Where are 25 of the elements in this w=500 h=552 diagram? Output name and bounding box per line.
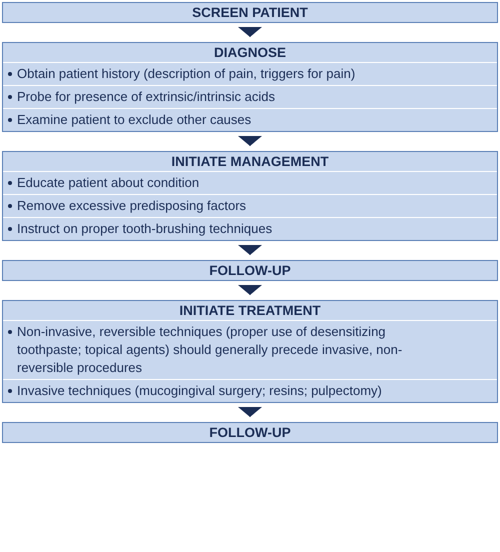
step-heading: FOLLOW-UP: [208, 424, 292, 442]
step-heading: DIAGNOSE: [3, 43, 497, 63]
arrow: [238, 27, 262, 38]
bullet-text: Non-invasive, reversible techniques (proper use of desensitizing toothpaste; topical agents) should generally precede invasive, non-reversible procedures: [17, 324, 402, 375]
bullet-text: Examine patient to exclude other causes: [17, 112, 252, 127]
step-heading: SCREEN PATIENT: [191, 4, 309, 22]
step-heading: FOLLOW-UP: [208, 262, 292, 280]
step-box: [2, 422, 498, 443]
step-box: [2, 2, 498, 23]
bullet-text: Remove excessive predisposing factors: [17, 198, 246, 213]
step-box: [2, 260, 498, 281]
bullet-text: Probe for presence of extrinsic/intrinsic acids: [17, 89, 275, 104]
arrow: [238, 285, 262, 296]
arrow: [238, 245, 262, 256]
step-heading: INITIATE MANAGEMENT: [3, 152, 497, 172]
bullet-text: Obtain patient history (description of pain, triggers for pain): [17, 66, 356, 81]
step-heading: INITIATE TREATMENT: [3, 301, 497, 321]
bullet-text: Instruct on proper tooth-brushing techniques: [17, 221, 272, 236]
step-box: [2, 42, 498, 132]
step-box: [2, 151, 498, 241]
arrow: [238, 136, 262, 146]
arrow: [238, 407, 262, 418]
step-box: [2, 300, 498, 403]
bullet-text: Educate patient about condition: [17, 175, 200, 190]
bullet-text: Invasive techniques (mucogingival surgery; resins; pulpectomy): [17, 383, 382, 398]
